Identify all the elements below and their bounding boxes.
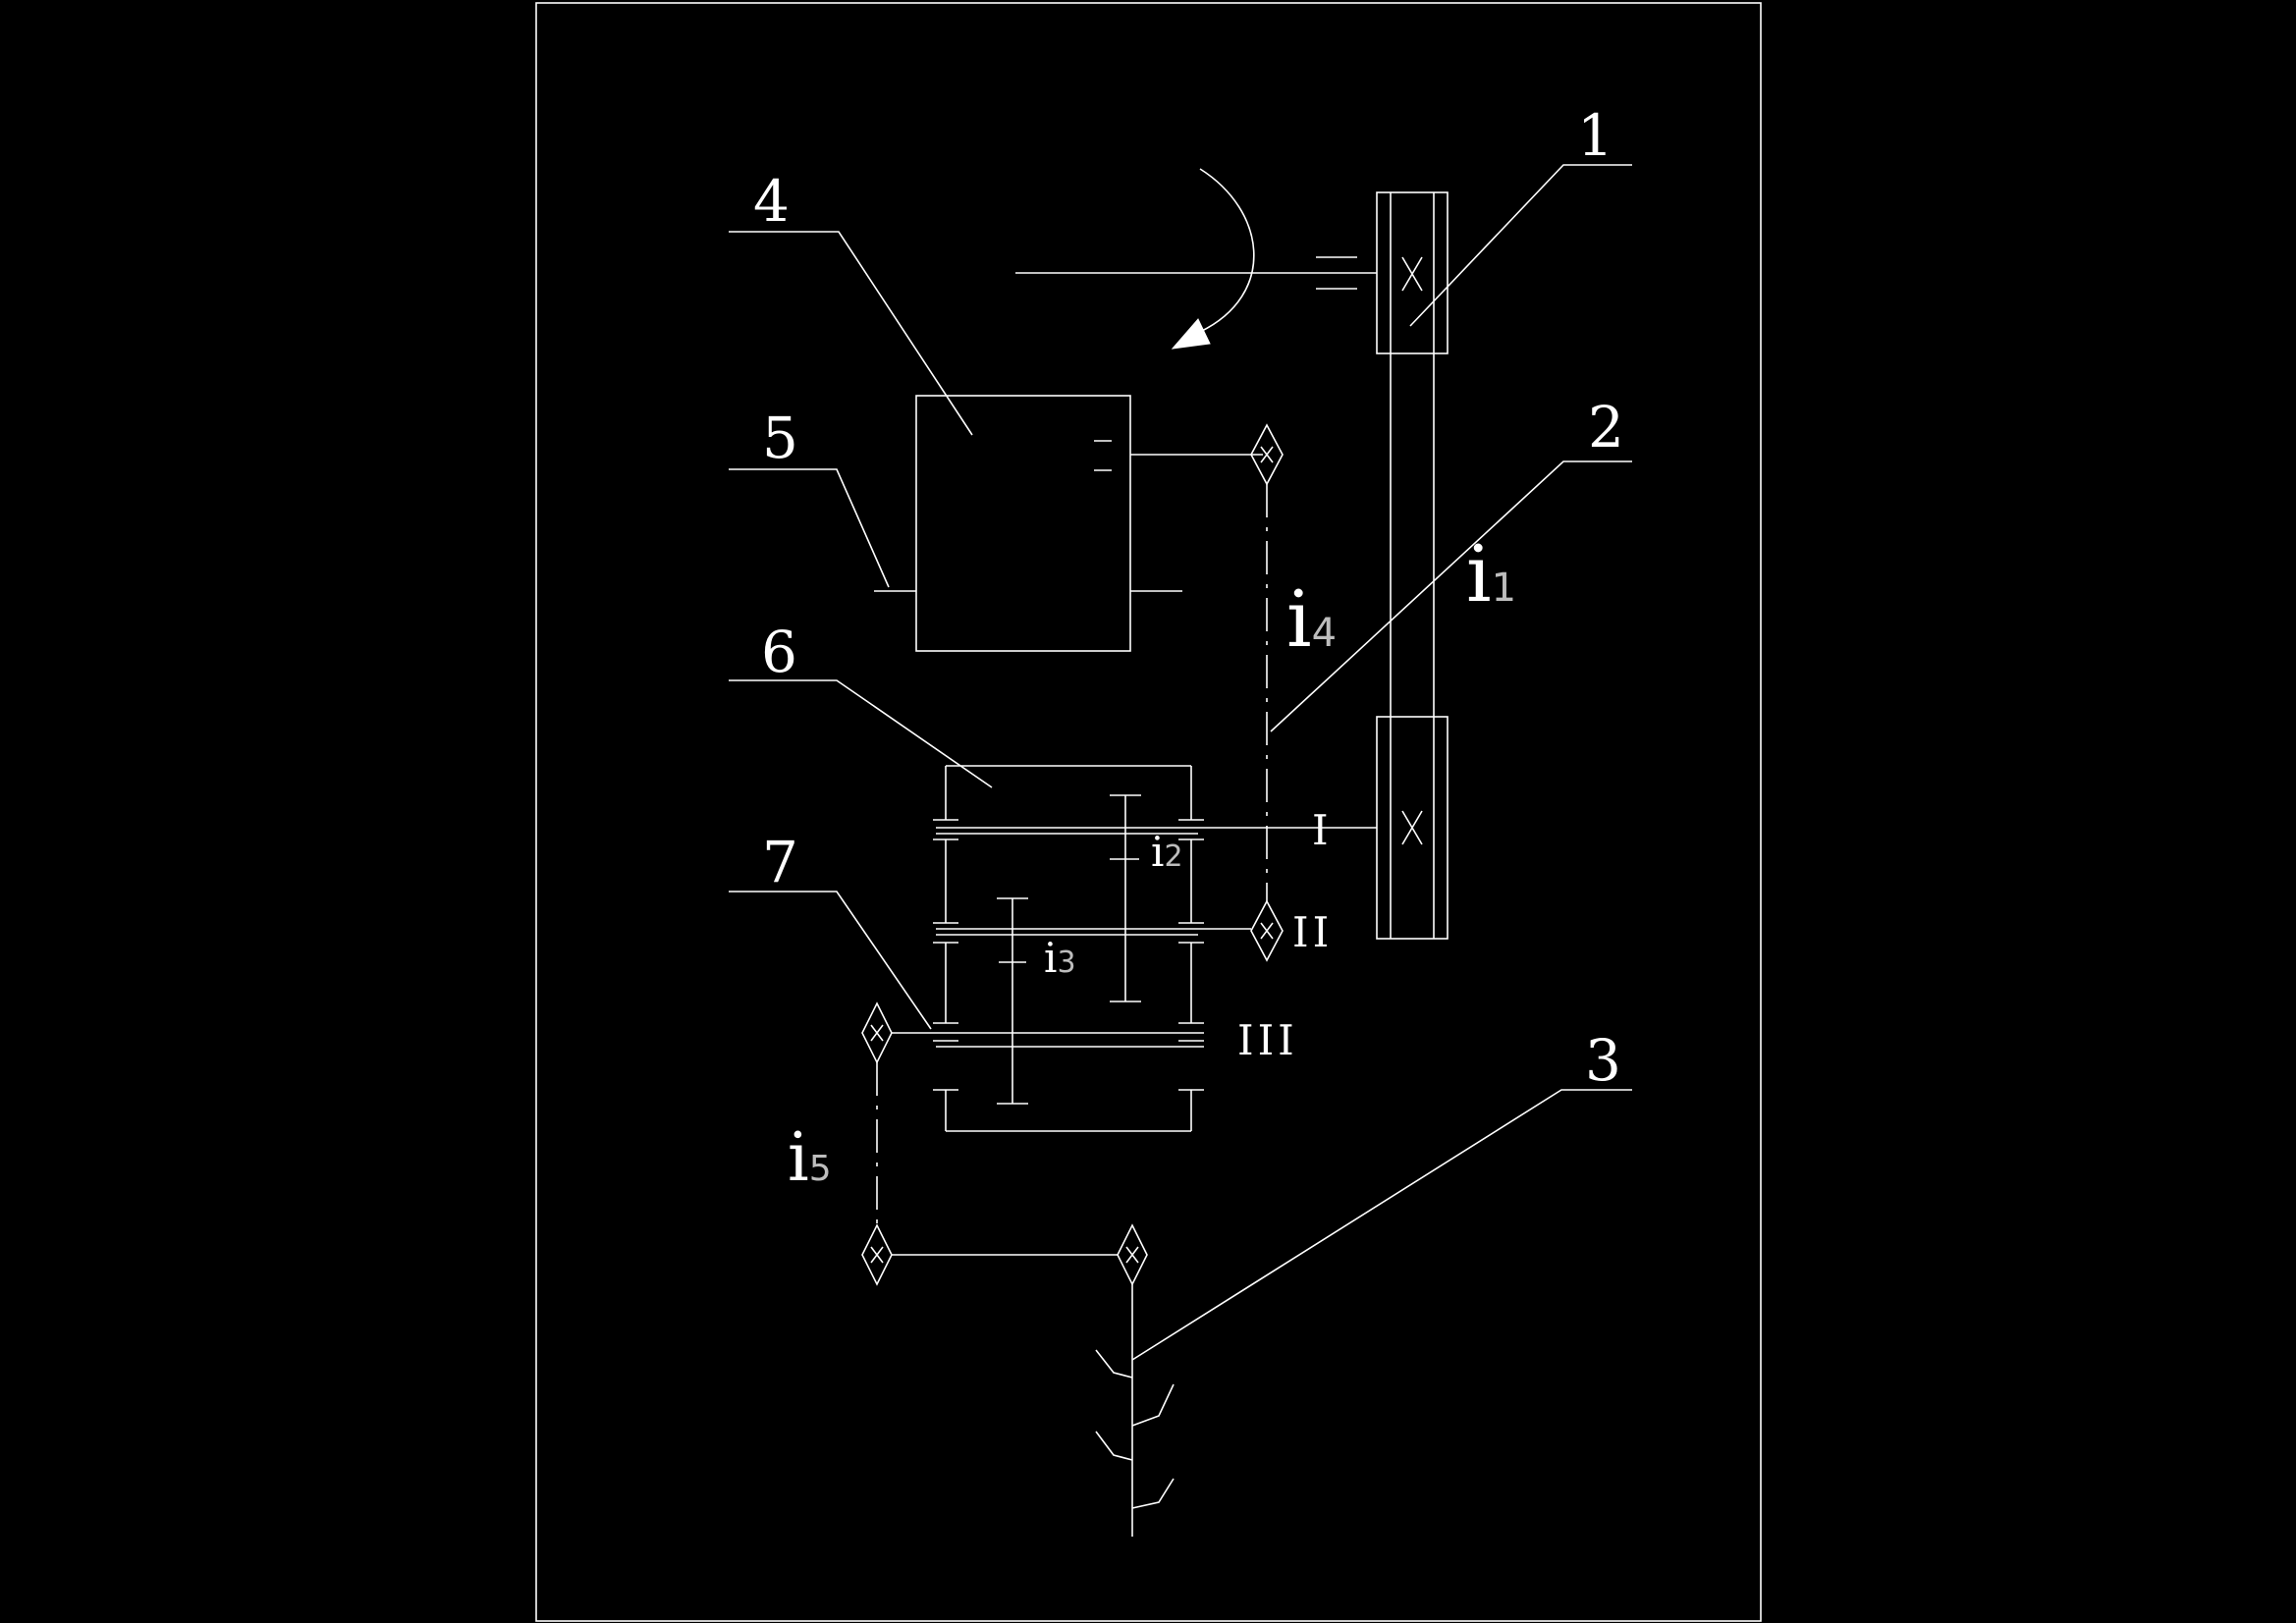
leader-lines [729,164,1632,1361]
belt-drive [1376,191,1449,940]
chain-drive-i5 [861,1001,1148,1286]
label-part-3: 3 [1585,1027,1621,1094]
gear-pair-i2 [1110,794,1141,1002]
label-part-7: 7 [762,829,798,895]
label-part-5: 5 [762,405,798,471]
label-ratio-i3: i3 [1044,934,1076,982]
label-shaft-III: III [1237,1016,1298,1064]
gear-pair-i3 [997,897,1028,1105]
label-shaft-II: II [1292,908,1333,956]
label-ratio-i2: i2 [1151,828,1183,876]
gearbox [933,765,1204,1132]
shaft-II [936,928,1251,936]
shaft-I [936,827,1377,835]
label-ratio-i4: i4 [1286,573,1337,665]
label-part-1: 1 [1577,102,1613,169]
label-ratio-i5: i5 [788,1119,832,1197]
label-ratio-i1: i1 [1466,528,1516,620]
input-shaft [1015,256,1377,290]
label-part-2: 2 [1588,394,1624,460]
drawing-frame [535,2,1762,1622]
rotor-shaft [1095,1284,1175,1537]
shaft-III [892,1032,1204,1048]
label-part-6: 6 [761,619,797,685]
label-part-4: 4 [753,168,790,235]
chain-drive-i4 [1250,423,1284,962]
rotation-arrow-icon [1171,168,1255,350]
unit-box [874,395,1263,652]
label-shaft-I: I [1312,806,1333,854]
